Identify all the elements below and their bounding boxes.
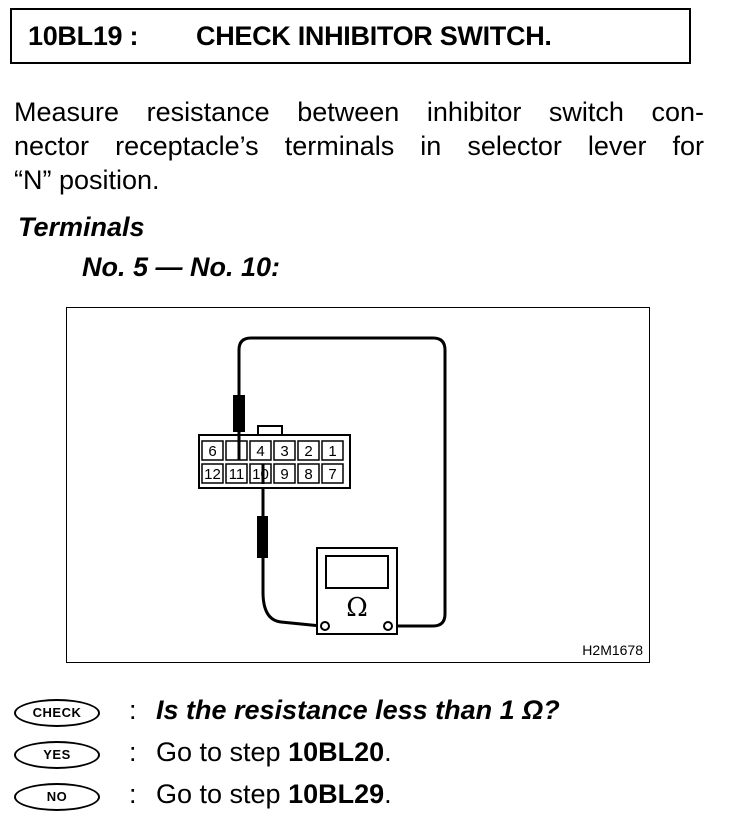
yes-suffix: . xyxy=(384,737,392,767)
terminal-label-6: 6 xyxy=(208,443,216,460)
check-badge: CHECK xyxy=(14,699,100,727)
terminal-bottom-cell-8 xyxy=(297,463,320,484)
instruction-paragraph: Measure resistance between inhibitor swi… xyxy=(14,95,704,197)
no-step-link[interactable]: 10BL29 xyxy=(288,779,385,809)
check-separator: : xyxy=(129,695,137,725)
yes-separator: : xyxy=(129,737,137,767)
terminal-top-cell-6 xyxy=(201,440,224,461)
terminal-top-cell-2 xyxy=(297,440,320,461)
terminal-bottom-cell-10 xyxy=(249,463,272,484)
instruction-line-2: nector receptacle’s terminals in selecto… xyxy=(14,131,704,161)
terminal-label-4: 4 xyxy=(256,443,264,460)
probe-wire-black xyxy=(261,464,322,628)
no-badge: NO xyxy=(14,783,100,811)
instruction-line-1: Measure resistance between inhibitor swi… xyxy=(14,97,704,127)
no-separator: : xyxy=(129,779,137,809)
ohmmeter: Ω xyxy=(316,547,398,635)
step-code: 10BL19 : xyxy=(28,21,139,51)
terminals-heading: Terminals xyxy=(18,212,145,242)
probe-handle-lower xyxy=(257,516,268,558)
meter-jack-left xyxy=(320,621,330,631)
terminal-label-11: 11 xyxy=(229,466,245,483)
step-title-box: 10BL19 : CHECK INHIBITOR SWITCH. xyxy=(10,8,691,64)
meter-jack-right xyxy=(383,621,393,631)
yes-instruction: Go to step 10BL20. xyxy=(156,737,392,768)
terminal-bottom-cell-12 xyxy=(201,463,224,484)
terminal-bottom-cell-9 xyxy=(273,463,296,484)
terminal-bottom-cell-11 xyxy=(225,463,248,484)
terminal-top-cell-blank xyxy=(225,440,248,461)
terminals-value: No. 5 — No. 10: xyxy=(82,252,281,282)
terminal-label-9: 9 xyxy=(280,466,288,483)
terminal-label-7: 7 xyxy=(328,466,336,483)
terminal-label-1: 1 xyxy=(328,443,336,460)
no-suffix: . xyxy=(384,779,392,809)
probe-wire-red xyxy=(237,336,447,628)
terminal-label-2: 2 xyxy=(304,443,312,460)
terminal-top-cell-3 xyxy=(273,440,296,461)
ohmmeter-display xyxy=(325,555,389,589)
yes-badge: YES xyxy=(14,741,100,769)
terminal-label-12: 12 xyxy=(204,466,221,483)
terminal-label-8: 8 xyxy=(304,466,312,483)
terminal-bottom-cell-7 xyxy=(321,463,344,484)
probe-handle-upper xyxy=(233,395,245,432)
no-prefix: Go to step xyxy=(156,779,289,809)
yes-prefix: Go to step xyxy=(156,737,289,767)
figure-code: H2M1678 xyxy=(582,642,643,658)
terminal-label-10: 10 xyxy=(252,466,269,483)
step-title: CHECK INHIBITOR SWITCH. xyxy=(196,21,552,51)
instruction-line-3: “N” position. xyxy=(14,165,160,195)
terminal-label-3: 3 xyxy=(280,443,288,460)
yes-step-link[interactable]: 10BL20 xyxy=(288,737,385,767)
ohm-symbol: Ω xyxy=(346,593,368,623)
no-instruction: Go to step 10BL29. xyxy=(156,779,392,810)
terminal-top-cell-1 xyxy=(321,440,344,461)
terminal-top-cell-4 xyxy=(249,440,272,461)
check-question: Is the resistance less than 1 Ω? xyxy=(156,695,560,725)
